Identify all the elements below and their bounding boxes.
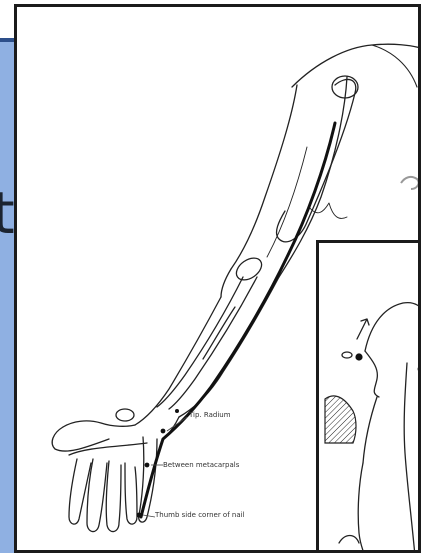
acupoint-cheek <box>418 366 421 373</box>
acupoint-nail <box>137 513 142 518</box>
shoulder-line <box>372 45 417 87</box>
jaw-contour <box>363 397 377 463</box>
finger-4 <box>125 463 137 524</box>
acupoint-metacarpals <box>145 463 150 468</box>
label-metacarpals: Between metacarpals <box>163 461 240 469</box>
neck-contour <box>358 463 365 553</box>
cheek-contour <box>404 363 415 553</box>
finger-3 <box>106 461 121 532</box>
label-radius: Tip. Radium <box>188 411 231 419</box>
shading-mark <box>401 177 419 189</box>
face-drawing <box>319 243 421 553</box>
head-contour <box>365 303 421 351</box>
meridian-channel-line <box>141 123 335 517</box>
shoulder-outline <box>292 44 421 87</box>
label-nail-corner: Thumb side corner of nail <box>154 511 245 519</box>
lip-contour <box>339 536 359 544</box>
nose-contour <box>365 351 379 397</box>
wrist-bone <box>116 409 134 421</box>
forearm-outer <box>135 297 221 425</box>
inset-arrow-icon <box>357 319 369 339</box>
forearm-muscle <box>203 307 235 359</box>
face-meridian-inset <box>316 240 421 553</box>
acupoint-nose-side <box>355 353 362 360</box>
elbow-outline <box>221 269 231 297</box>
acupoint-wrist <box>175 409 179 413</box>
acupoint-radius <box>161 429 166 434</box>
nostril-mark <box>342 352 352 358</box>
hatched-section <box>325 396 356 443</box>
wrist-outline <box>63 421 135 427</box>
